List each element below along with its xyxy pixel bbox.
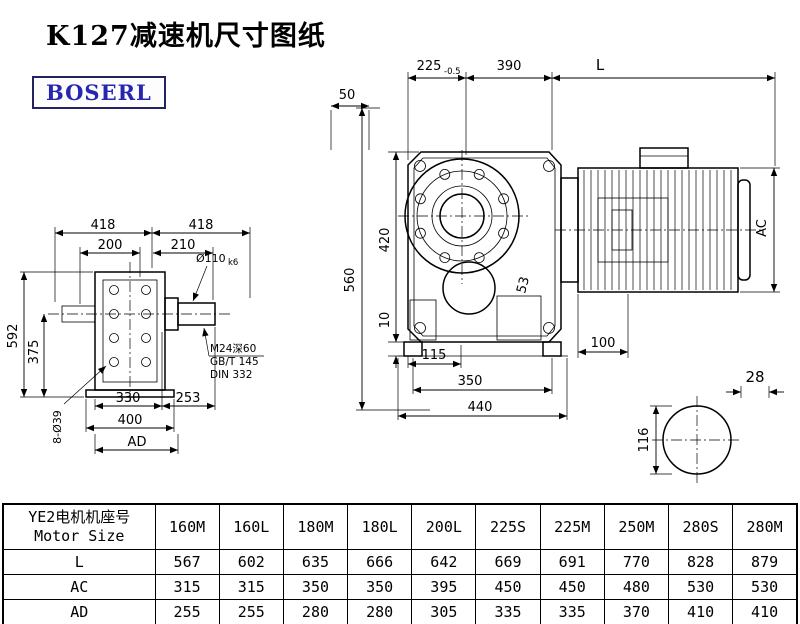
table-cell: 669 xyxy=(475,549,541,575)
col-header: 160M xyxy=(154,503,220,550)
table-cell: 255 xyxy=(218,599,284,624)
dim-53: 53 xyxy=(514,275,533,295)
table-cell: 691 xyxy=(539,549,605,575)
table-cell: 530 xyxy=(667,574,734,600)
dim-AD: AD xyxy=(128,435,147,450)
note-gb-standard: GB/T 145 xyxy=(210,356,259,368)
table-cell: 280 xyxy=(347,599,413,624)
brand-logo: BOSERL xyxy=(32,76,166,109)
table-header-en: Motor Size xyxy=(34,527,125,545)
dim-116: 116 xyxy=(637,428,652,453)
table-cell: 602 xyxy=(218,549,284,575)
table-corner-header: YE2电机机座号 Motor Size xyxy=(2,503,156,550)
col-header: 160L xyxy=(218,503,284,550)
engineering-drawing: 418 418 200 210 Ø110 k6 592 375 330 253 … xyxy=(6,56,784,486)
table-cell: 450 xyxy=(539,574,605,600)
flange-circle xyxy=(404,158,520,274)
shaft-end-view: 28 116 xyxy=(637,368,784,486)
table-cell: 828 xyxy=(667,549,734,575)
front-view: 225 -0.5 390 L 50 560 420 10 115 100 350… xyxy=(330,56,780,420)
row-label: AD xyxy=(2,599,156,624)
table-header-cn: YE2电机机座号 xyxy=(28,507,131,526)
table-cell: 642 xyxy=(411,549,477,575)
table-cell: 305 xyxy=(411,599,477,624)
table-cell: 255 xyxy=(154,599,220,624)
table-row-L: L 567 602 635 666 642 669 691 770 828 87… xyxy=(2,549,798,575)
dim-330: 330 xyxy=(116,391,141,406)
col-header: 180M xyxy=(282,503,349,550)
table-cell: 370 xyxy=(603,599,670,624)
table-cell: 280 xyxy=(282,599,349,624)
table-cell: 770 xyxy=(603,549,670,575)
dim-592: 592 xyxy=(6,324,21,349)
table-cell: 315 xyxy=(218,574,284,600)
table-cell: 335 xyxy=(475,599,541,624)
col-header: 225S xyxy=(475,503,541,550)
dim-253: 253 xyxy=(176,391,201,406)
dim-shaft-diameter: Ø110 xyxy=(196,252,226,265)
base-foot xyxy=(85,389,175,398)
note-din-standard: DIN 332 xyxy=(210,369,252,381)
dim-375: 375 xyxy=(27,340,42,365)
table-cell: 410 xyxy=(732,599,798,624)
dim-420: 420 xyxy=(378,228,393,253)
dim-440: 440 xyxy=(468,400,493,415)
note-tapped-hole: M24深60 xyxy=(210,343,256,355)
dim-225-tolerance: -0.5 xyxy=(444,67,461,77)
col-header: 250M xyxy=(603,503,670,550)
row-label: L xyxy=(2,549,156,575)
side-view: 418 418 200 210 Ø110 k6 592 375 330 253 … xyxy=(6,218,264,454)
col-header: 280M xyxy=(732,503,798,550)
col-header: 280S xyxy=(667,503,734,550)
dim-bolt-holes: 8-Ø39 xyxy=(51,410,64,444)
table-cell: 450 xyxy=(475,574,541,600)
col-header: 180L xyxy=(347,503,413,550)
dim-10: 10 xyxy=(378,312,393,329)
table-cell: 530 xyxy=(732,574,798,600)
table-cell: 879 xyxy=(732,549,798,575)
dim-390: 390 xyxy=(497,59,522,74)
dim-225: 225 xyxy=(417,59,442,74)
table-cell: 635 xyxy=(282,549,349,575)
col-header: 200L xyxy=(411,503,477,550)
table-row-AC: AC 315 315 350 350 395 450 450 480 530 5… xyxy=(2,574,798,600)
dim-shaft-fit: k6 xyxy=(228,258,238,268)
dim-AC: AC xyxy=(755,219,770,237)
dim-200: 200 xyxy=(98,238,123,253)
dim-400: 400 xyxy=(118,413,143,428)
table-header-row: YE2电机机座号 Motor Size 160M 160L 180M 180L … xyxy=(2,503,798,550)
dim-560: 560 xyxy=(343,268,358,293)
table-cell: 315 xyxy=(154,574,220,600)
table-cell: 410 xyxy=(667,599,734,624)
table-cell: 335 xyxy=(539,599,605,624)
dim-418-right: 418 xyxy=(189,218,214,233)
page-title: K127减速机尺寸图纸 xyxy=(46,21,326,52)
col-header: 225M xyxy=(539,503,605,550)
table-cell: 350 xyxy=(282,574,349,600)
dim-28: 28 xyxy=(745,368,764,386)
dim-115: 115 xyxy=(422,348,447,363)
row-label: AC xyxy=(2,574,156,600)
inspection-bore xyxy=(442,261,496,315)
dim-100: 100 xyxy=(591,336,616,351)
output-shaft xyxy=(177,302,216,326)
table-cell: 666 xyxy=(347,549,413,575)
dim-210: 210 xyxy=(171,238,196,253)
table-row-AD: AD 255 255 280 280 305 335 335 370 410 4… xyxy=(2,599,798,624)
dim-418-left: 418 xyxy=(91,218,116,233)
table-cell: 395 xyxy=(411,574,477,600)
gearbox-housing xyxy=(407,151,562,343)
input-stub xyxy=(61,305,96,323)
dim-350: 350 xyxy=(458,374,483,389)
shaft-section-circle xyxy=(662,405,732,475)
table-cell: 350 xyxy=(347,574,413,600)
table-cell: 567 xyxy=(154,549,220,575)
dim-50: 50 xyxy=(339,88,356,103)
dim-L: L xyxy=(596,56,605,74)
table-cell: 480 xyxy=(603,574,670,600)
terminal-box xyxy=(639,147,689,169)
motor-size-table: YE2电机机座号 Motor Size 160M 160L 180M 180L … xyxy=(2,503,798,624)
